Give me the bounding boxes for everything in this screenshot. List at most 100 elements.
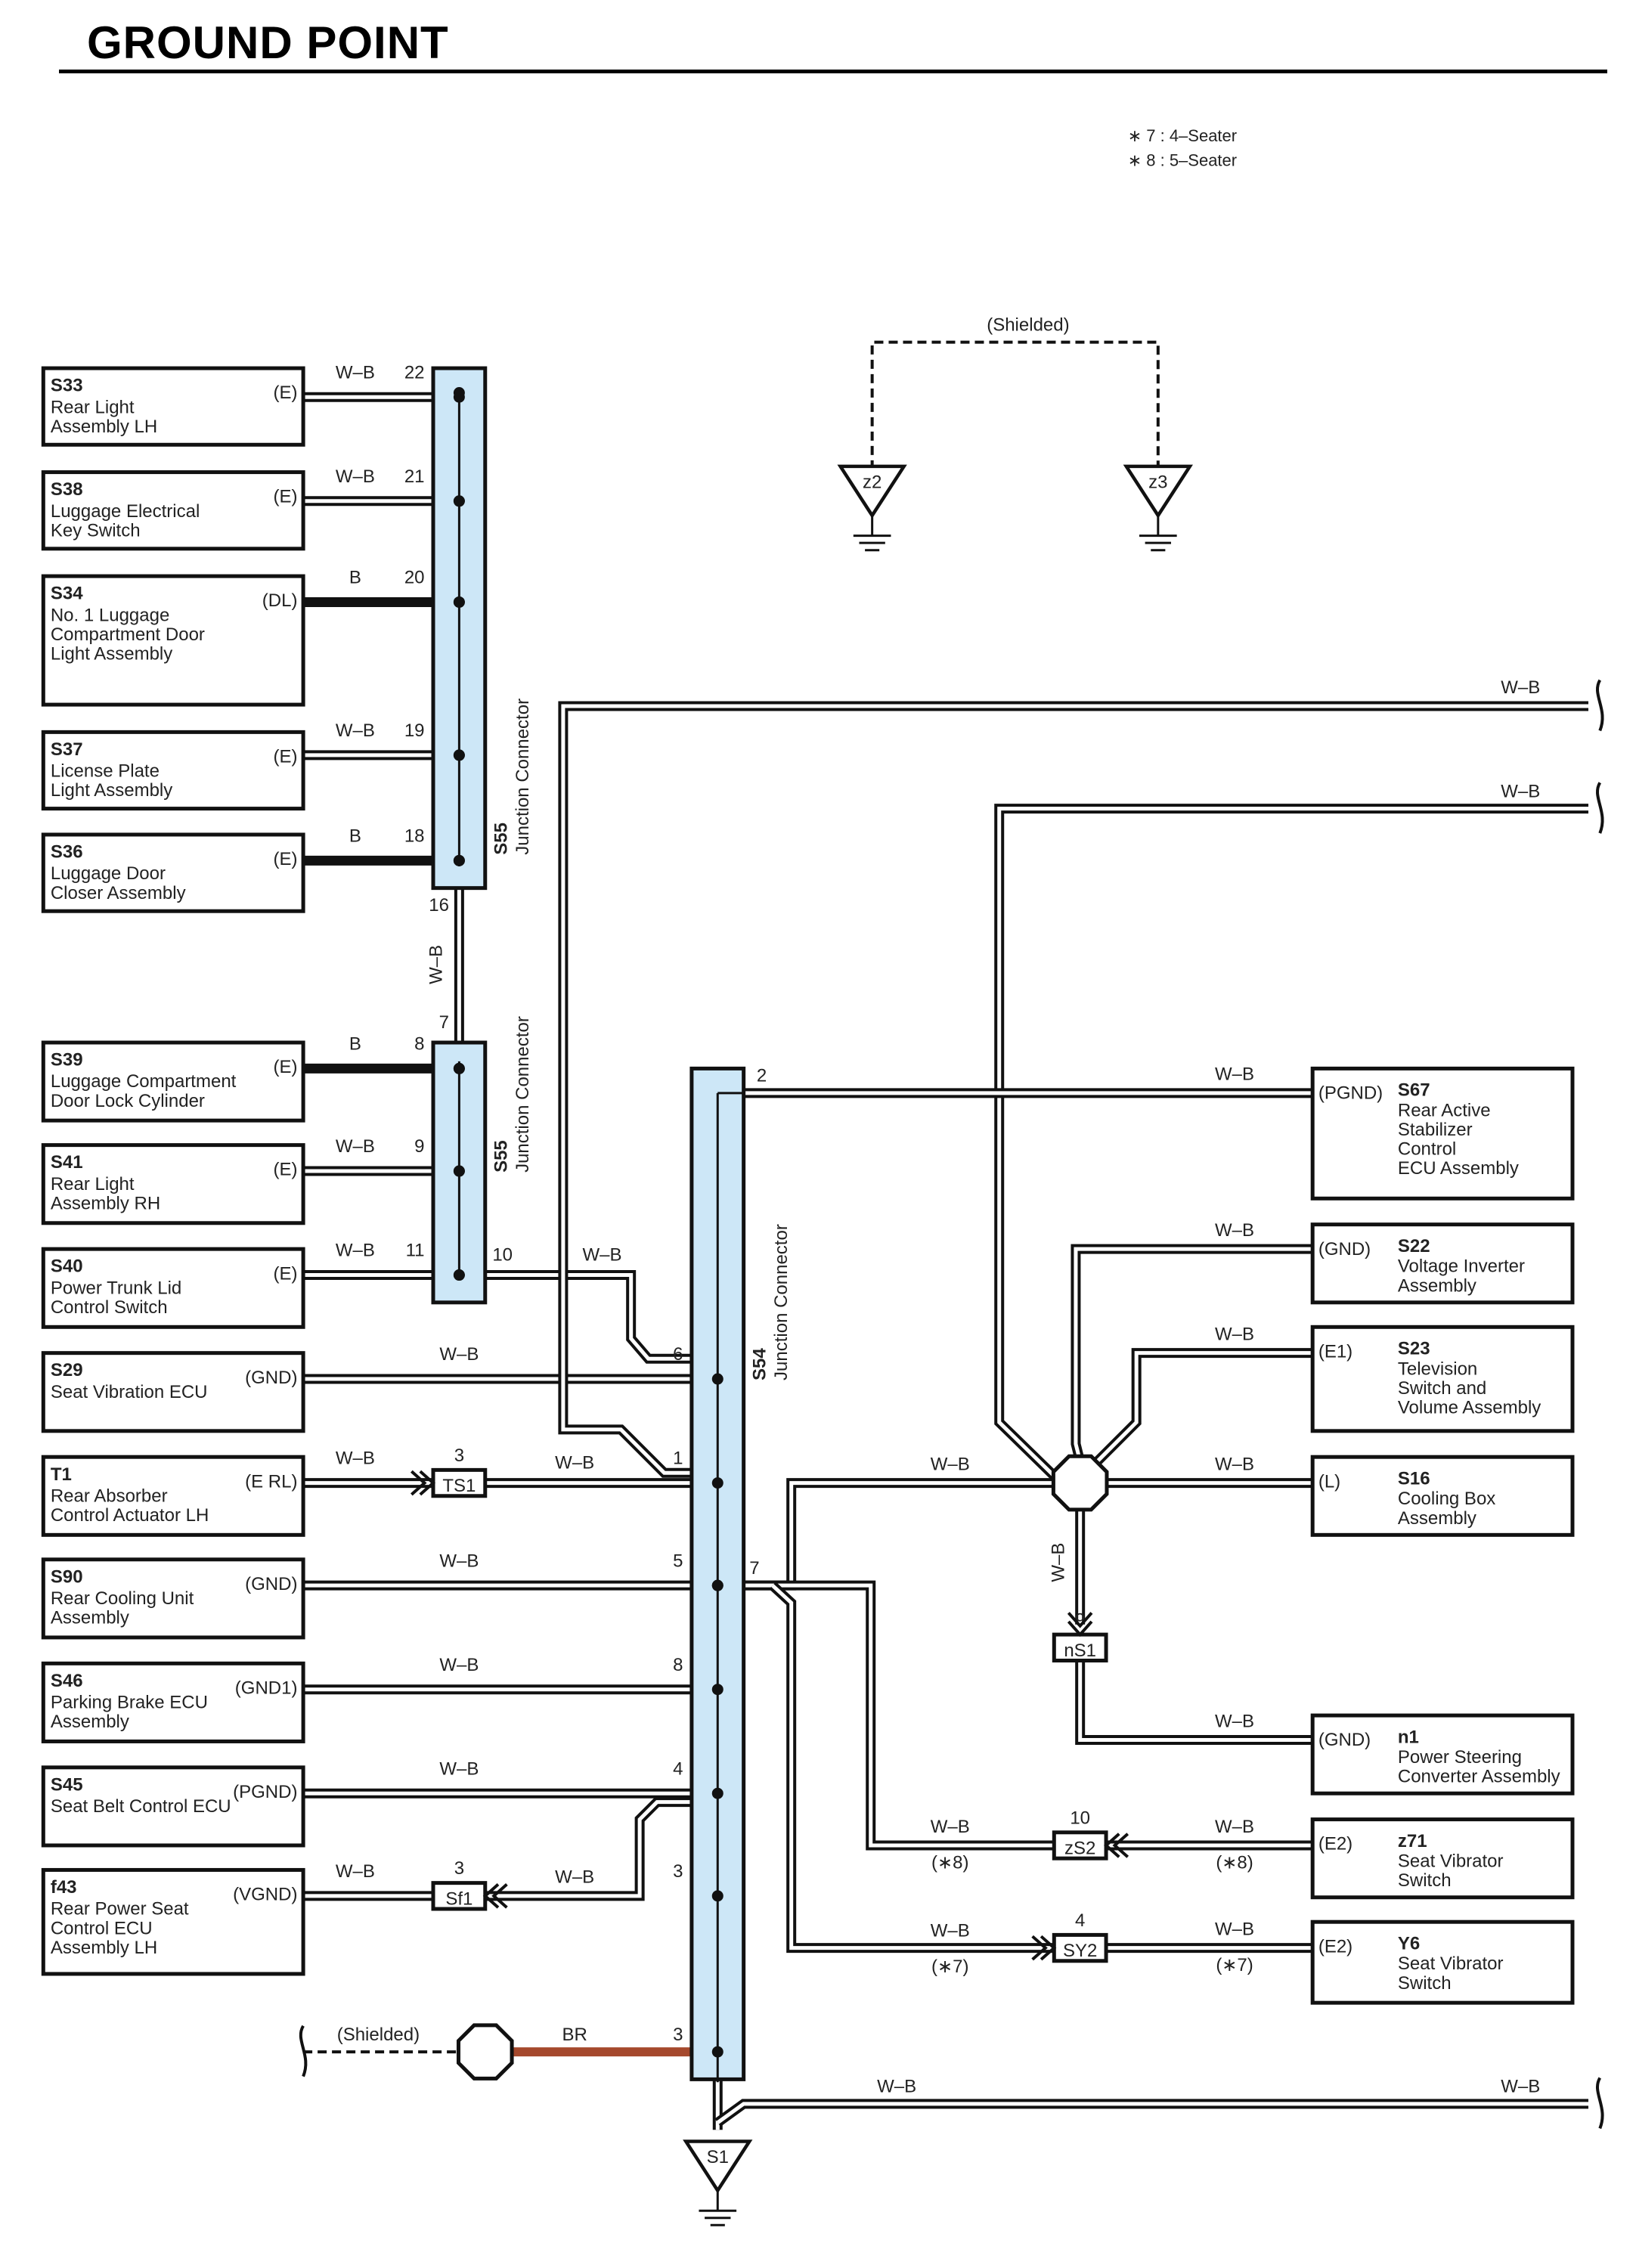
terminal-label: (E2) [1318, 1834, 1352, 1854]
terminal-label: (E) [273, 746, 297, 767]
component-name: Light Assembly [51, 780, 172, 801]
component-name: Assembly [1398, 1275, 1476, 1296]
connector-chevron [1104, 1833, 1120, 1858]
component-name: Compartment Door [51, 624, 205, 645]
terminal-label: (PGND) [1318, 1083, 1383, 1104]
component-box [1310, 1919, 1575, 2005]
pin-number: 8 [414, 1034, 424, 1055]
ground-label: z2 [863, 472, 882, 493]
wire-color-label: W–B [931, 1817, 970, 1837]
wire-hub-s54 [743, 1478, 1080, 1591]
junction-connector-label: Junction Connector [513, 1016, 533, 1173]
wire-bottom-stripe [716, 2102, 1588, 2124]
splice-dot [711, 1787, 723, 1799]
wire-s54-sy2-stripe [771, 1584, 1055, 1950]
component-code: S41 [51, 1152, 83, 1173]
component-name: Luggage Door [51, 863, 166, 884]
splice-dot [453, 1062, 465, 1074]
wire-color-label: W–B [1215, 1064, 1254, 1085]
pin-number: 11 [406, 1241, 425, 1261]
terminal-label: (E) [273, 1160, 297, 1180]
shielded-label: (Shielded) [337, 2025, 420, 2045]
component-name: Key Switch [51, 520, 141, 541]
wire-color-label: W–B [1215, 1324, 1254, 1344]
terminal-label: (E2) [1318, 1936, 1352, 1957]
component-name: Switch and [1398, 1378, 1486, 1399]
ground-triangle [683, 2139, 753, 2194]
wire-color-label: W–B [555, 1452, 594, 1473]
pin-number: 2 [757, 1066, 767, 1086]
component-box [41, 1661, 305, 1743]
pin-number: 3 [454, 1858, 464, 1879]
component-name: Control Switch [51, 1297, 168, 1318]
component-code: S22 [1398, 1236, 1430, 1256]
pin-number: 5 [673, 1551, 683, 1571]
wire-color-label: W–B [336, 362, 375, 383]
component-code: n1 [1398, 1727, 1419, 1747]
component-box [41, 1455, 305, 1537]
connector-chevron [1040, 1935, 1057, 1961]
component-box [1310, 1325, 1575, 1433]
note-label: (∗7) [1216, 1955, 1253, 1975]
component-box [1310, 1817, 1575, 1900]
wire-s55-s54-stripe [485, 1273, 718, 1361]
component-box [1310, 1713, 1575, 1796]
component-name: Television [1398, 1359, 1477, 1379]
terminal-label: (GND) [1318, 1730, 1371, 1750]
component-box [41, 1867, 305, 1976]
wire-s54-sy2 [769, 1582, 1055, 1954]
splice-dot [711, 1579, 723, 1591]
component-box [41, 1765, 305, 1848]
wire-color-label: W–B [336, 1136, 375, 1157]
component-name: Seat Vibrator [1398, 1954, 1504, 1974]
note-text: ∗ 7 : 4–Seater [1128, 126, 1237, 145]
pin-number: 18 [404, 826, 425, 847]
wire-color-label: W–B [439, 1758, 479, 1779]
pin-number: 19 [404, 720, 425, 741]
wire-n1 [1075, 1660, 1313, 1746]
wire-color-label: W–B [336, 1241, 375, 1261]
connector-chevron [482, 1883, 500, 1909]
component-box [1310, 1455, 1575, 1537]
wire-color-label: W–B [555, 1867, 594, 1888]
wire-color-label: W–B [1215, 1454, 1254, 1474]
pin-number: 6 [673, 1344, 683, 1365]
pin-number: 8 [673, 1655, 683, 1675]
component-box [41, 470, 305, 551]
component-box [41, 1247, 305, 1329]
component-code: T1 [51, 1464, 72, 1485]
component-code: S34 [51, 584, 83, 604]
component-code: S37 [51, 739, 83, 760]
terminal-label: (E) [273, 383, 297, 403]
terminal-label: (E1) [1318, 1341, 1352, 1362]
component-name: Converter Assembly [1398, 1767, 1560, 1787]
component-box [41, 574, 305, 707]
splice-point [456, 2023, 514, 2081]
pin-number: 3 [673, 1861, 683, 1882]
terminal-label: (E RL) [245, 1471, 297, 1492]
wire-sf1-s54-stripe [485, 1800, 718, 1898]
splice-dot [711, 1684, 723, 1696]
note-label: (∗8) [1216, 1853, 1253, 1873]
splice-dot [711, 1373, 723, 1385]
terminal-label: (GND1) [235, 1678, 298, 1698]
component-name: Closer Assembly [51, 883, 186, 903]
wire-sf1-s54 [485, 1797, 718, 1901]
terminal-label: (PGND) [233, 1782, 297, 1802]
component-name: Rear Power Seat [51, 1899, 189, 1919]
ground-triangle [1123, 464, 1193, 519]
pin-number: 1 [673, 1448, 683, 1469]
wire-color-label: W–B [1501, 2077, 1540, 2097]
component-name: Seat Vibration ECU [51, 1382, 208, 1402]
component-name: Luggage Compartment [51, 1071, 237, 1092]
terminal-label: (GND) [245, 1368, 297, 1388]
component-name: Control [1398, 1139, 1456, 1160]
component-code: S29 [51, 1360, 83, 1380]
inline-connector-code: Sf1 [445, 1888, 473, 1909]
shielded-label: (Shielded) [987, 314, 1069, 335]
component-name: Power Trunk Lid [51, 1278, 181, 1298]
splice-dot [453, 749, 465, 761]
terminal-label: (E) [273, 487, 297, 507]
wire-color-label: W–B [439, 1344, 479, 1365]
